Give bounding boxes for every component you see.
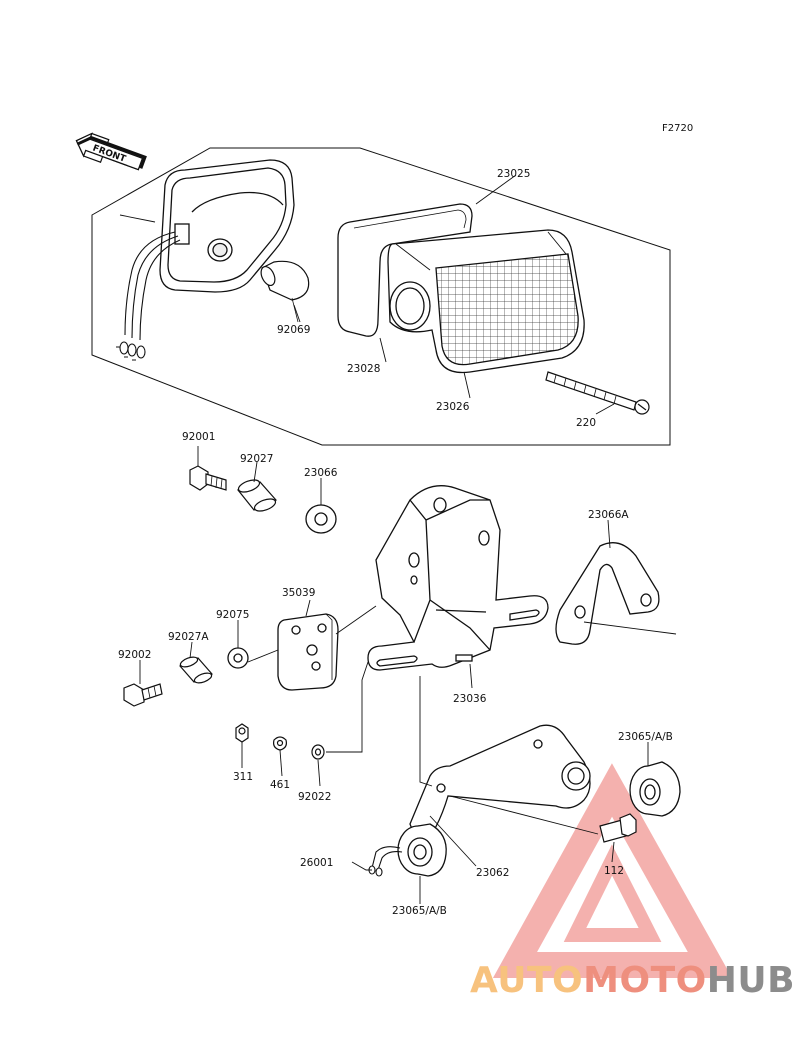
part-label-92001: 92001 (182, 431, 215, 443)
part-label-92069: 92069 (277, 324, 310, 336)
collar-92027A (179, 656, 213, 684)
screw-220 (545, 371, 650, 415)
part-label-26001: 26001 (300, 857, 333, 869)
collar-92027 (237, 479, 277, 512)
lamp-wires (116, 231, 181, 361)
watermark-logo-triangle (492, 763, 733, 978)
lamp-socket-housing (159, 159, 295, 293)
part-label-23065-bottom: 23065/A/B (392, 905, 447, 917)
part-label-23036: 23036 (453, 693, 487, 705)
part-label-35039: 35039 (282, 587, 315, 599)
bracket-23036 (367, 485, 549, 671)
marker-lamp-23065-bottom (397, 823, 447, 877)
lens-23026 (387, 229, 585, 374)
part-label-23062: 23062 (476, 867, 509, 879)
lamp-bracket-23062 (409, 724, 591, 852)
part-label-23065-top: 23065/A/B (618, 731, 673, 743)
front-arrow-icon: FRONT (75, 132, 147, 171)
part-label-23025: 23025 (497, 168, 530, 180)
part-label-23066A: 23066A (588, 509, 629, 521)
watermark-text: AUTOMOTOHUB (470, 960, 795, 1001)
part-label-92027A: 92027A (168, 631, 209, 643)
bolt-92002 (123, 683, 163, 707)
watermark-part-moto: MOTO (583, 960, 707, 1001)
part-label-23028: 23028 (347, 363, 380, 375)
lamp-assembly-outline (91, 147, 671, 446)
plate-35039 (277, 613, 339, 691)
watermark-part-hub: HUB (706, 960, 796, 1001)
marker-lamp-23065-top (629, 761, 681, 817)
part-label-311: 311 (233, 771, 253, 783)
bulb-92069 (260, 260, 310, 323)
part-label-92027: 92027 (240, 453, 273, 465)
bracket-23066A (555, 542, 660, 645)
wire-connector-26001 (368, 846, 403, 877)
part-label-92002: 92002 (118, 649, 151, 661)
watermark-part-auto: AUTO (470, 960, 584, 1001)
part-label-461: 461 (270, 779, 290, 791)
part-label-92075: 92075 (216, 609, 249, 621)
lens-gasket-23028 (337, 203, 473, 337)
part-label-92022: 92022 (298, 791, 331, 803)
part-label-112: 112 (604, 865, 624, 877)
bolt-112 (599, 813, 637, 843)
washer-23066 (305, 504, 337, 534)
part-label-23026: 23026 (436, 401, 470, 413)
part-label-23066: 23066 (304, 467, 338, 479)
washer-92075 (227, 647, 249, 669)
figure-code: F2720 (662, 123, 693, 134)
washer-461 (273, 736, 287, 751)
washer-92022 (311, 744, 325, 760)
leader-lines (119, 174, 677, 904)
part-label-220: 220 (576, 417, 596, 429)
nut-311 (235, 723, 249, 743)
bolt-92001 (189, 465, 227, 491)
